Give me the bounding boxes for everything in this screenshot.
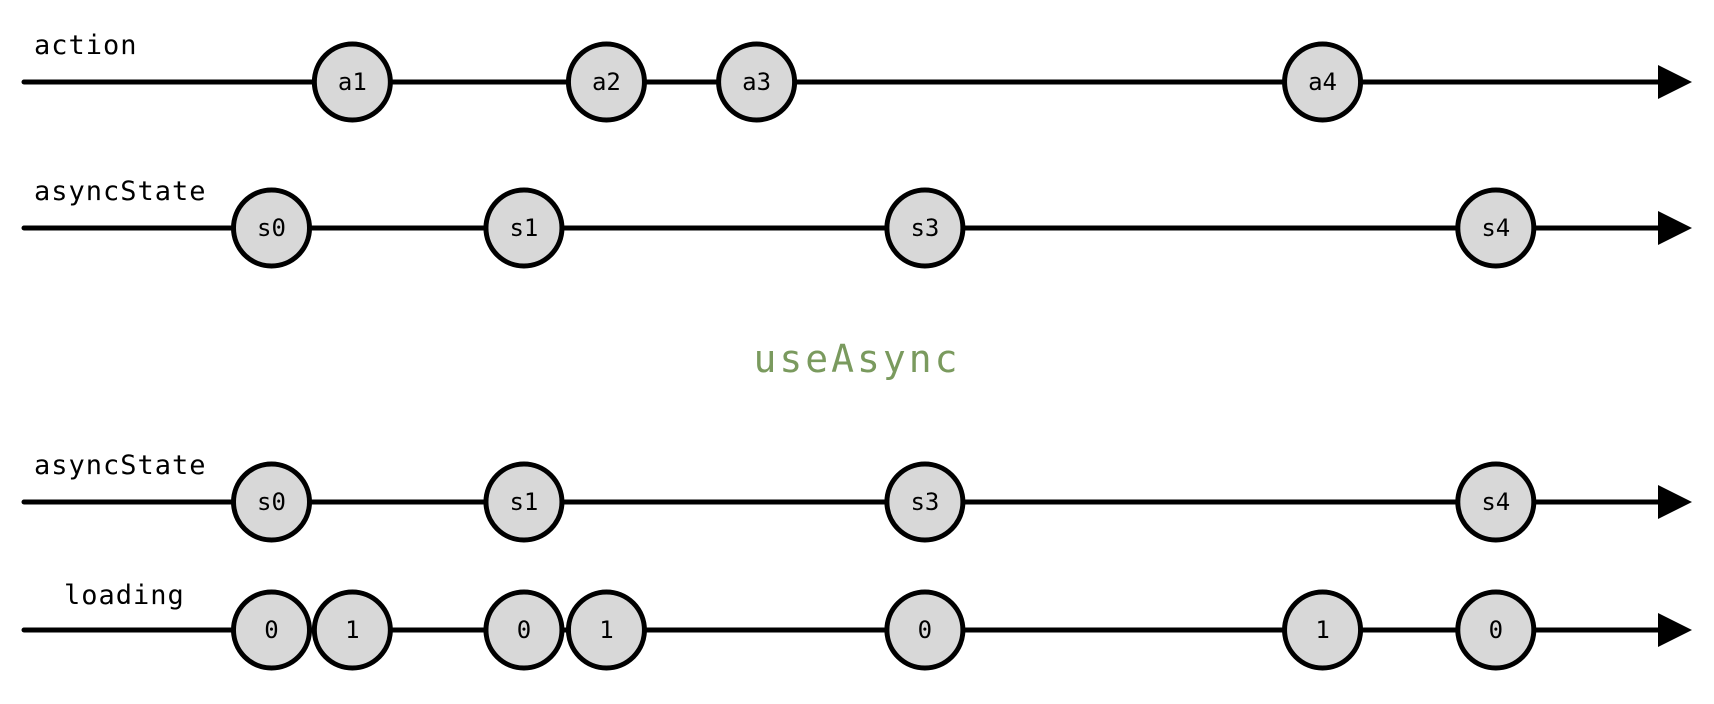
marble-circle (565, 589, 647, 671)
marble-circle (884, 589, 966, 671)
stream-loading: loading 0 1 0 1 0 1 0 (21, 580, 1692, 671)
marble-circle (1282, 589, 1364, 671)
marble-circle (231, 187, 312, 269)
marble: s3 (884, 187, 966, 269)
marble: 0 (483, 589, 565, 671)
marble-label: s3 (910, 488, 939, 516)
marble-circle (1455, 187, 1537, 269)
marble-circle (483, 461, 565, 543)
marble: s1 (483, 461, 565, 543)
marble-label: s0 (257, 214, 286, 242)
marble: s0 (231, 187, 312, 269)
marble-label: 1 (345, 616, 359, 644)
marble-label: s0 (257, 488, 286, 516)
marble-label: s4 (1481, 214, 1510, 242)
marble-circle (231, 461, 312, 543)
marble: 0 (1455, 589, 1537, 671)
marble: 1 (311, 589, 393, 671)
stream-label-loading: loading (64, 580, 185, 611)
marble: s4 (1455, 187, 1537, 269)
marble-label: s1 (509, 214, 538, 242)
marble: s3 (884, 461, 966, 543)
arrowhead-icon (1658, 485, 1692, 519)
marble: a4 (1282, 41, 1364, 123)
marble-circle (884, 461, 966, 543)
marble-label: 0 (1489, 616, 1503, 644)
marble-circle (1455, 461, 1537, 543)
operator-label: useAsync (753, 337, 960, 381)
arrowhead-icon (1658, 211, 1692, 245)
stream-label-async-state-output: asyncState (34, 450, 207, 481)
marble-circle (884, 187, 966, 269)
marble-circle (483, 187, 565, 269)
arrowhead-icon (1658, 613, 1692, 647)
marble: 1 (1282, 589, 1364, 671)
marble-circle (716, 41, 798, 123)
marble-label: 0 (264, 616, 278, 644)
marble: 1 (565, 589, 647, 671)
marble-label: 1 (599, 616, 613, 644)
stream-label-async-state-input: asyncState (34, 176, 207, 207)
marble-label: a4 (1308, 68, 1337, 96)
marble: 0 (884, 589, 966, 671)
marble-label: s4 (1481, 488, 1510, 516)
marble-label: a3 (742, 68, 771, 96)
marble-label: a1 (338, 68, 367, 96)
marble: s4 (1455, 461, 1537, 543)
marble: a3 (716, 41, 798, 123)
marble-circle (231, 589, 312, 671)
stream-async-state-input: asyncState s0 s1 s3 s4 (21, 176, 1692, 269)
marble-label: 0 (918, 616, 932, 644)
marble: s0 (231, 461, 312, 543)
marble: 0 (231, 589, 312, 671)
marble: a1 (311, 41, 393, 123)
marble-circle (1282, 41, 1364, 123)
marble-circle (483, 589, 565, 671)
marble-circle (311, 589, 393, 671)
marble: a2 (565, 41, 647, 123)
marble: s1 (483, 187, 565, 269)
marble-circle (1455, 589, 1537, 671)
arrowhead-icon (1658, 65, 1692, 99)
stream-label-action: action (34, 30, 138, 61)
marble-circle (565, 41, 647, 123)
marble-circle (311, 41, 393, 123)
marble-label: 0 (517, 616, 531, 644)
marble-label: s3 (910, 214, 939, 242)
stream-async-state-output: asyncState s0 s1 s3 s4 (21, 450, 1692, 543)
marble-label: a2 (592, 68, 621, 96)
marble-label: 1 (1315, 616, 1329, 644)
stream-action: action a1 a2 a3 a4 (21, 30, 1692, 123)
marble-label: s1 (509, 488, 538, 516)
